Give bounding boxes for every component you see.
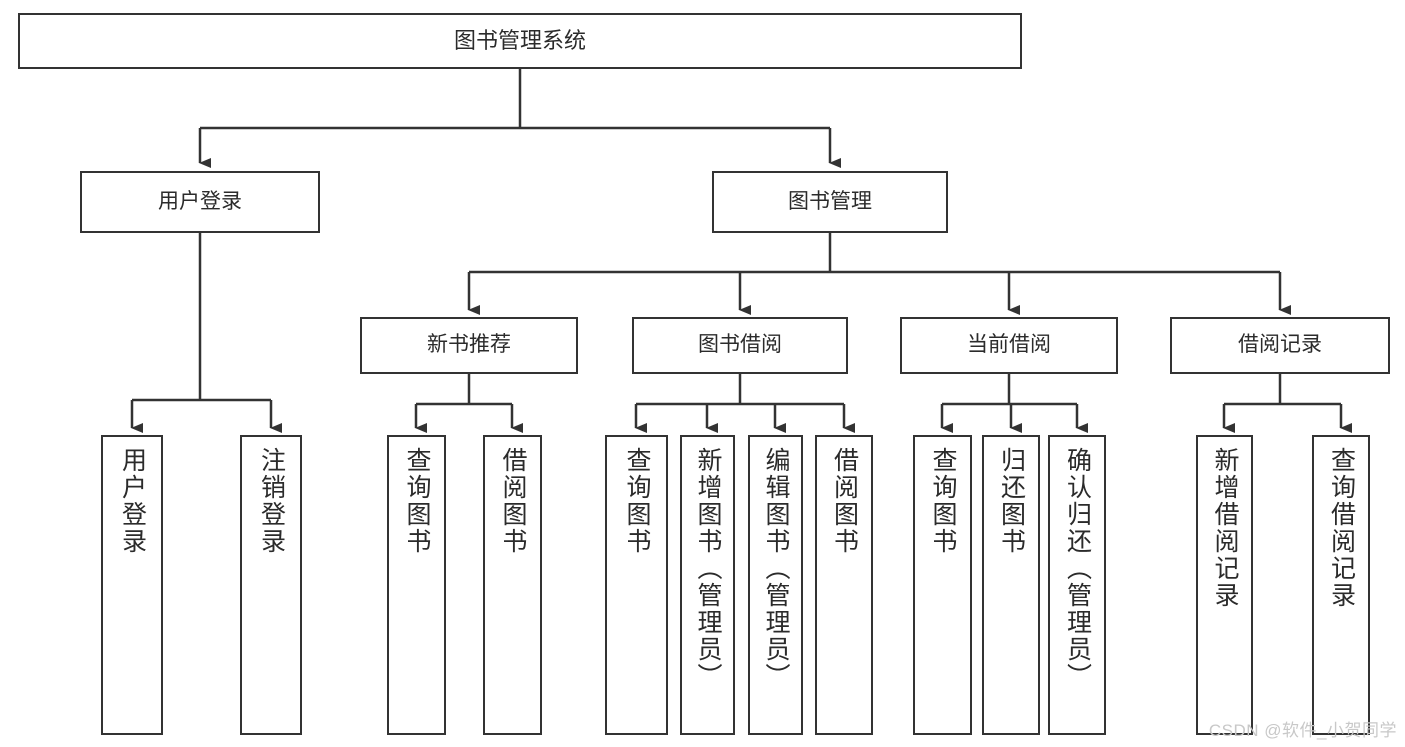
node-leaf-confirm-return[interactable]: 确认归还（管理员） xyxy=(1048,435,1106,735)
node-leaf-borrow-book-rec[interactable]: 借阅图书 xyxy=(483,435,542,735)
node-leaf-borrow-book[interactable]: 借阅图书 xyxy=(815,435,873,735)
node-borrow-record[interactable]: 借阅记录 xyxy=(1170,317,1390,374)
node-leaf-user-login-label: 用户登录 xyxy=(118,447,147,555)
node-leaf-confirm-return-label: 确认归还（管理员） xyxy=(1063,447,1092,690)
node-new-book-rec[interactable]: 新书推荐 xyxy=(360,317,578,374)
node-leaf-return-book[interactable]: 归还图书 xyxy=(982,435,1040,735)
node-leaf-query-book-cur-label: 查询图书 xyxy=(929,447,957,555)
node-leaf-logout[interactable]: 注销登录 xyxy=(240,435,302,735)
node-root[interactable]: 图书管理系统 xyxy=(18,13,1022,69)
node-leaf-add-record-label: 新增借阅记录 xyxy=(1211,447,1239,609)
node-book-manage-label: 图书管理 xyxy=(788,189,872,213)
node-current-borrow[interactable]: 当前借阅 xyxy=(900,317,1118,374)
node-leaf-add-book-label: 新增图书（管理员） xyxy=(694,447,722,690)
node-leaf-borrow-book-label: 借阅图书 xyxy=(830,447,859,555)
node-leaf-query-record[interactable]: 查询借阅记录 xyxy=(1312,435,1370,735)
node-leaf-add-book[interactable]: 新增图书（管理员） xyxy=(680,435,735,735)
node-borrow-record-label: 借阅记录 xyxy=(1238,333,1322,357)
node-book-borrow[interactable]: 图书借阅 xyxy=(632,317,848,374)
node-user-login-label: 用户登录 xyxy=(158,189,242,213)
node-leaf-edit-book[interactable]: 编辑图书（管理员） xyxy=(748,435,803,735)
node-leaf-return-book-label: 归还图书 xyxy=(997,447,1026,555)
node-root-label: 图书管理系统 xyxy=(453,28,586,54)
node-leaf-user-login[interactable]: 用户登录 xyxy=(101,435,163,735)
node-leaf-query-book-borrow[interactable]: 查询图书 xyxy=(605,435,668,735)
node-leaf-add-record[interactable]: 新增借阅记录 xyxy=(1196,435,1253,735)
node-leaf-borrow-book-rec-label: 借阅图书 xyxy=(499,447,527,555)
node-leaf-query-book-rec[interactable]: 查询图书 xyxy=(387,435,446,735)
node-leaf-query-book-borrow-label: 查询图书 xyxy=(623,447,651,555)
node-current-borrow-label: 当前借阅 xyxy=(967,333,1051,357)
csdn-watermark: CSDN @软件_小贺同学 xyxy=(1208,721,1397,740)
node-user-login[interactable]: 用户登录 xyxy=(80,171,320,233)
node-leaf-edit-book-label: 编辑图书（管理员） xyxy=(762,447,790,690)
node-new-book-rec-label: 新书推荐 xyxy=(427,333,511,357)
node-leaf-logout-label: 注销登录 xyxy=(257,447,286,555)
node-leaf-query-book-rec-label: 查询图书 xyxy=(403,447,431,555)
node-book-borrow-label: 图书借阅 xyxy=(698,333,782,357)
node-leaf-query-record-label: 查询借阅记录 xyxy=(1327,447,1356,609)
node-book-manage[interactable]: 图书管理 xyxy=(712,171,948,233)
node-leaf-query-book-cur[interactable]: 查询图书 xyxy=(913,435,972,735)
